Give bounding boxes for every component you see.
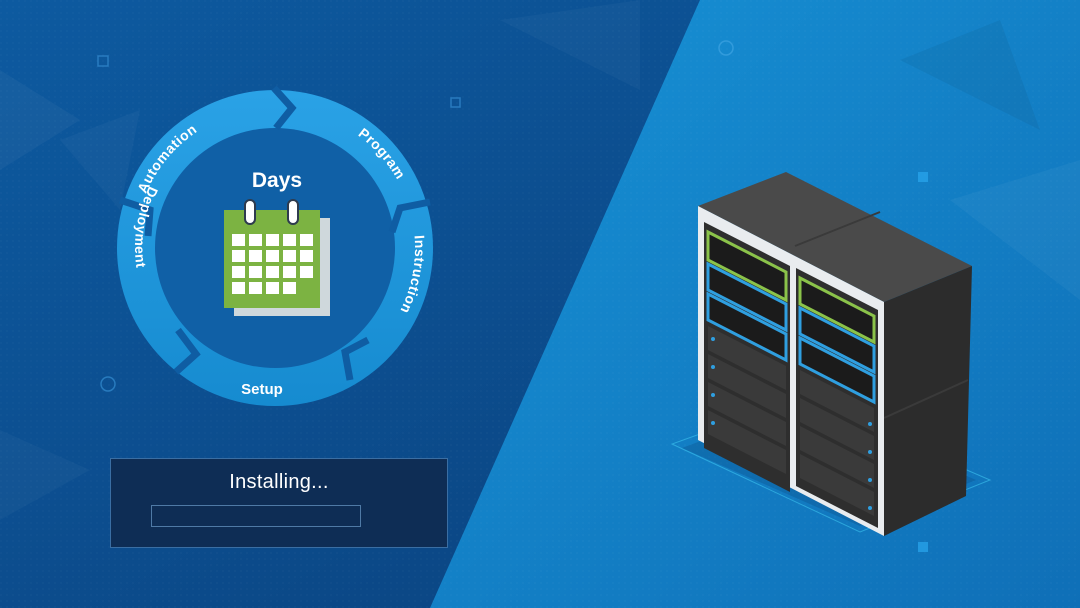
cycle-arrow-3 [341,336,370,381]
install-panel: Installing... [110,458,448,548]
install-status-label: Installing... [229,471,329,493]
cycle-center-label: Days [252,169,302,192]
calendar-icon [224,199,330,316]
cycle-arrow-4 [173,327,201,375]
install-progress-bar [151,505,361,527]
cycle-arrow-1 [271,85,297,131]
server-rack-icon [670,172,992,536]
cycle-arrow-2 [388,198,431,234]
cycle-arrow-5 [118,196,154,237]
segment-label-setup: Setup [241,381,283,398]
cycle-diagram: Automation Program Instruction Setup Dep… [117,85,433,406]
